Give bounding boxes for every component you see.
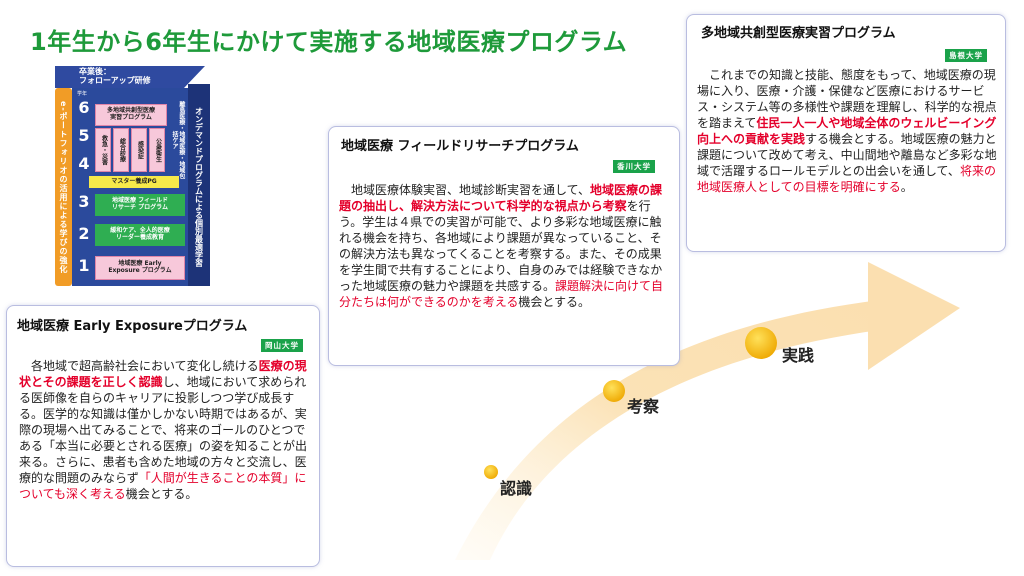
card-title: 地域医療 フィールドリサーチプログラム: [341, 139, 579, 154]
arrow-head: [868, 262, 960, 370]
grade-caption: 学年: [77, 91, 88, 97]
card-body: 各地域で超高齢社会において変化し続ける医療の現状とその課題を正しく認識し、地域に…: [19, 359, 308, 501]
grade-2: 2: [78, 224, 90, 243]
box-field-research: 地域医療 フィールド リサーチ プログラム: [95, 194, 185, 216]
grade-1: 1: [78, 256, 90, 275]
box-general-medicine: 総合診療: [113, 128, 129, 172]
university-badge-shimane: 島根大学: [945, 49, 987, 62]
box-master: マスター養成PG: [89, 176, 179, 188]
box-emergency: 救急・災害: [95, 128, 111, 172]
card-body: これまでの知識と技能、態度をもって、地域医療の現場に入り、医療・介護・保健など医…: [697, 68, 997, 194]
eportfolio-bar: e-ポートフォリオの活用による学びの強化: [55, 88, 72, 286]
card-multi-region: 多地域共創型医療実習プログラム 島根大学 これまでの知識と技能、態度をもって、地…: [686, 14, 1006, 252]
stage-label-ninshiki: 認識: [500, 479, 533, 498]
page-title: 1年生から6年生にかけて実施する地域医療プログラム: [30, 28, 628, 56]
stage-label-kousatsu: 考察: [627, 397, 660, 416]
university-badge-okayama: 岡山大学: [261, 339, 303, 352]
box-multi-region: 多地域共創型医療 実習プログラム: [95, 104, 167, 126]
stage-dot-kousatsu: [603, 380, 625, 402]
card-title: 地域医療 Early Exposureプログラム: [17, 319, 248, 334]
grade-6: 6: [78, 98, 90, 117]
arrow-body: [455, 300, 880, 560]
card-field-research: 地域医療 フィールドリサーチプログラム 香川大学 地域医療体験実習、地域診断実習…: [328, 126, 680, 366]
card-early-exposure: 地域医療 Early Exposureプログラム 岡山大学 各地域で超高齢社会に…: [6, 305, 320, 567]
box-palliative: 緩和ケア、全人的医療 リーダー養成教育: [95, 224, 185, 246]
grade-5: 5: [78, 126, 90, 145]
grade-4: 4: [78, 154, 90, 173]
card-body: 地域医療体験実習、地域診断実習を通して、地域医療の課題の抽出し、解決方法について…: [339, 183, 664, 309]
box-infection: 感染症: [131, 128, 147, 172]
stage-dot-ninshiki: [484, 465, 498, 479]
followup-banner: 卒業後： フォローアップ研修: [55, 66, 205, 88]
ondemand-bar: オンデマンドプログラムによる個別最適学習: [188, 84, 210, 286]
card-title: 多地域共創型医療実習プログラム: [701, 26, 896, 41]
box-public-health: 公衆衛生: [149, 128, 165, 172]
stage-label-jissen: 実践: [782, 346, 815, 365]
university-badge-kagawa: 香川大学: [613, 160, 655, 173]
grade-3: 3: [78, 192, 90, 211]
box-early-exposure: 地域医療 Early Exposure プログラム: [95, 256, 185, 280]
box-island-care: 離島医療・地域医療・地域包括ケア: [171, 101, 185, 179]
curriculum-diagram: 卒業後： フォローアップ研修 e-ポートフォリオの活用による学びの強化 オンデマ…: [55, 66, 210, 286]
stage-dot-jissen: [745, 327, 777, 359]
